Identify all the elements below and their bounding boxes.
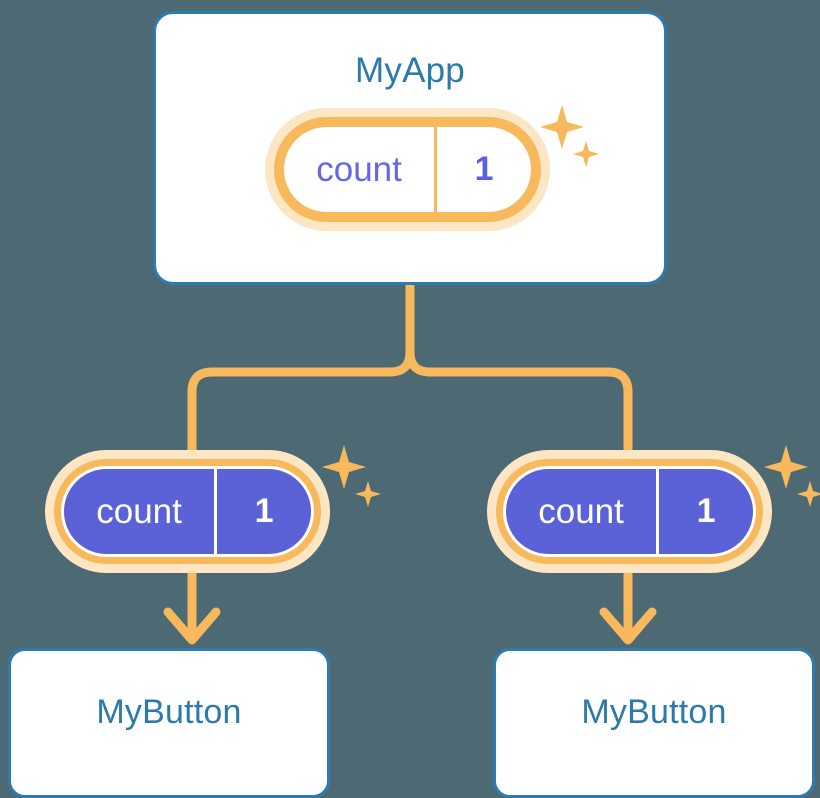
- sparkle-four-point-small-icon: [355, 481, 381, 507]
- state-pill-child-right[interactable]: count 1: [487, 450, 772, 573]
- pill-body: count 1: [503, 466, 756, 557]
- sparkle-four-point-icon: [764, 445, 808, 489]
- pill-body: count 1: [61, 466, 314, 557]
- state-key-label: count: [284, 127, 438, 212]
- component-label: MyButton: [581, 693, 727, 731]
- component-card-mybutton-right[interactable]: MyButton: [493, 648, 815, 798]
- component-card-mybutton-left[interactable]: MyButton: [8, 648, 330, 798]
- sparkle-four-point-icon: [322, 445, 366, 489]
- pill-body: count 1: [284, 127, 531, 212]
- state-value-label: 1: [254, 492, 274, 530]
- state-key-label: count: [506, 469, 660, 554]
- state-value-label: 1: [474, 150, 494, 188]
- arrow-down-icon-right: [599, 607, 657, 645]
- branch-right: [405, 280, 633, 475]
- sparkle-four-point-small-icon: [797, 481, 820, 507]
- component-label: MyButton: [96, 693, 242, 731]
- branch-left: [187, 280, 415, 475]
- diagram-canvas: MyApp count 1 count 1 MyButton count: [8, 11, 820, 798]
- page-title: MyApp: [355, 51, 465, 90]
- state-pill-child-left[interactable]: count 1: [45, 450, 330, 573]
- state-value-label: 1: [696, 492, 716, 530]
- state-pill-myapp[interactable]: count 1: [265, 108, 550, 231]
- sparkle-group-child-left: [322, 445, 381, 507]
- state-key-label: count: [64, 469, 218, 554]
- arrow-down-icon-left: [163, 607, 221, 645]
